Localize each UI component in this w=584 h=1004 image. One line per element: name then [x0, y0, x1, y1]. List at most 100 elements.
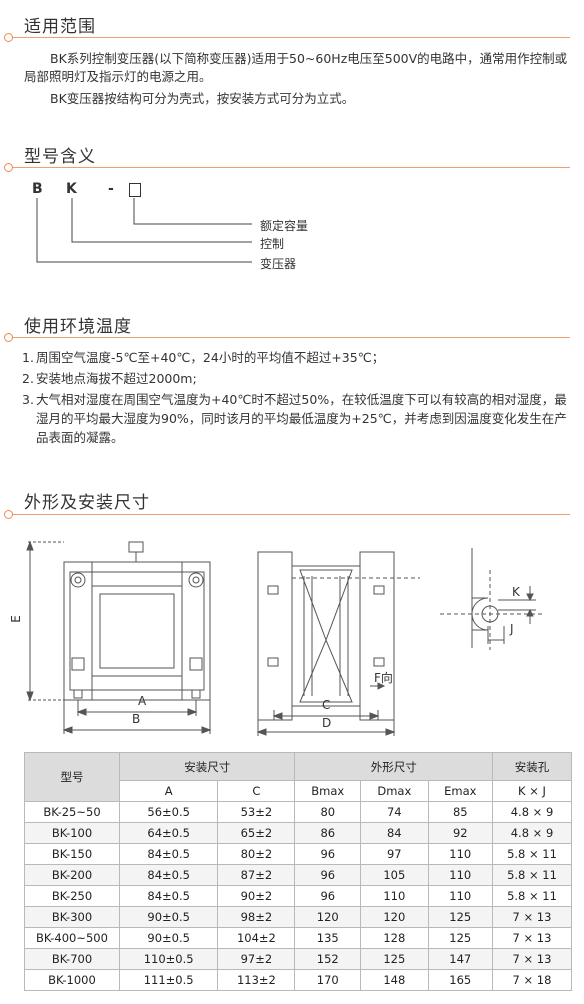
cell-kj: 5.8 × 11: [492, 885, 572, 907]
env-item-text: 大气相对湿度在周围空气温度为+40℃时不超过50%，在较低温度下可以有较高的相对…: [36, 392, 567, 445]
cell-emax: 110: [427, 864, 494, 886]
cell-a: 110±0.5: [118, 948, 219, 970]
cell-bmax: 96: [294, 864, 362, 886]
cell-emax: 110: [427, 843, 494, 865]
dim-label-f-direction: F向: [374, 671, 393, 685]
section-bullet-icon: [4, 33, 13, 42]
cell-a: 111±0.5: [118, 969, 219, 991]
header-hole: 安装孔: [492, 752, 572, 781]
subheader-c: C: [217, 780, 296, 802]
section-bullet-icon: [4, 510, 13, 519]
front-view: [26, 540, 212, 734]
subheader-emax: Emax: [427, 780, 494, 802]
cell-model: BK-300: [24, 906, 120, 928]
cell-c: 65±2: [217, 822, 296, 844]
env-item-3: 3.大气相对湿度在周围空气温度为+40℃时不超过50%，在较低温度下可以有较高的…: [22, 390, 574, 447]
spec-table: 型号 安装尺寸 外形尺寸 安装孔 A C Bmax Dmax Emax K × …: [24, 752, 572, 991]
cell-c: 87±2: [217, 864, 296, 886]
section-bullet-icon: [4, 163, 13, 172]
cell-a: 90±0.5: [118, 927, 219, 949]
cell-emax: 125: [427, 906, 494, 928]
env-item-number: 2.: [22, 371, 34, 386]
subheader-a: A: [118, 780, 219, 802]
subheader-kj: K × J: [492, 780, 572, 802]
subheader-dmax: Dmax: [360, 780, 429, 802]
cell-kj: 7 × 13: [492, 948, 572, 970]
cell-a: 84±0.5: [118, 843, 219, 865]
cell-a: 84±0.5: [118, 885, 219, 907]
cell-emax: 165: [427, 969, 494, 991]
section-bullet-icon: [4, 333, 13, 342]
cell-model: BK-400~500: [24, 927, 120, 949]
dim-label-c: C: [322, 698, 331, 712]
cell-kj: 4.8 × 9: [492, 822, 572, 844]
cell-bmax: 80: [294, 801, 362, 823]
cell-a: 84±0.5: [118, 864, 219, 886]
cell-model: BK-25~50: [24, 801, 120, 823]
cell-a: 64±0.5: [118, 822, 219, 844]
cell-dmax: 120: [360, 906, 429, 928]
table-header-row: 型号 安装尺寸 外形尺寸 安装孔: [24, 752, 572, 802]
cell-bmax: 96: [294, 843, 362, 865]
cell-a: 56±0.5: [118, 801, 219, 823]
section-divider: [8, 37, 570, 38]
cell-model: BK-200: [24, 864, 120, 886]
dim-label-d: D: [322, 716, 332, 730]
cell-c: 98±2: [217, 906, 296, 928]
model-label-capacity: 额定容量: [260, 219, 309, 233]
scope-paragraph-1: BK系列控制变压器(以下简称变压器)适用于50~60Hz电压至500V的电路中，…: [24, 51, 568, 84]
section-title-scope: 适用范围: [24, 17, 96, 37]
env-item-2: 2.安装地点海拔不超过2000m;: [22, 369, 574, 388]
section-title-dims: 外形及安装尺寸: [24, 493, 150, 513]
cell-c: 113±2: [217, 969, 296, 991]
section-title-model: 型号含义: [24, 147, 96, 167]
model-label-transformer: 变压器: [260, 257, 297, 271]
model-label-control: 控制: [260, 237, 285, 251]
model-leader-lines: [36, 198, 252, 263]
header-model: 型号: [24, 752, 120, 802]
env-item-1: 1.周围空气温度-5℃至+40℃，24小时的平均值不超过+35℃；: [22, 348, 574, 367]
cell-bmax: 86: [294, 822, 362, 844]
cell-c: 104±2: [217, 927, 296, 949]
dim-label-a: A: [138, 694, 147, 708]
cell-dmax: 125: [360, 948, 429, 970]
cell-model: BK-700: [24, 948, 120, 970]
model-dash: -: [108, 181, 114, 197]
cell-emax: 147: [427, 948, 494, 970]
cell-c: 53±2: [217, 801, 296, 823]
cell-kj: 7 × 13: [492, 927, 572, 949]
dimension-drawing: [26, 540, 544, 736]
cell-emax: 85: [427, 801, 494, 823]
cell-model: BK-1000: [24, 969, 120, 991]
section-divider: [8, 514, 570, 515]
cell-emax: 125: [427, 927, 494, 949]
cell-model: BK-100: [24, 822, 120, 844]
env-item-text: 周围空气温度-5℃至+40℃，24小时的平均值不超过+35℃；: [36, 350, 385, 365]
cell-bmax: 120: [294, 906, 362, 928]
env-item-text: 安装地点海拔不超过2000m;: [36, 371, 197, 386]
cell-dmax: 128: [360, 927, 429, 949]
cell-bmax: 96: [294, 885, 362, 907]
section-divider: [8, 167, 570, 168]
cell-dmax: 148: [360, 969, 429, 991]
cell-model: BK-250: [24, 885, 120, 907]
cell-emax: 110: [427, 885, 494, 907]
env-item-number: 1.: [22, 350, 34, 365]
table-subheader-row: A C Bmax Dmax Emax K × J: [25, 780, 572, 802]
model-letter-k: K: [66, 181, 77, 197]
env-item-number: 3.: [22, 392, 34, 407]
cell-emax: 92: [427, 822, 494, 844]
cell-bmax: 170: [294, 969, 362, 991]
cell-dmax: 84: [360, 822, 429, 844]
cell-bmax: 135: [294, 927, 362, 949]
cell-model: BK-150: [24, 843, 120, 865]
